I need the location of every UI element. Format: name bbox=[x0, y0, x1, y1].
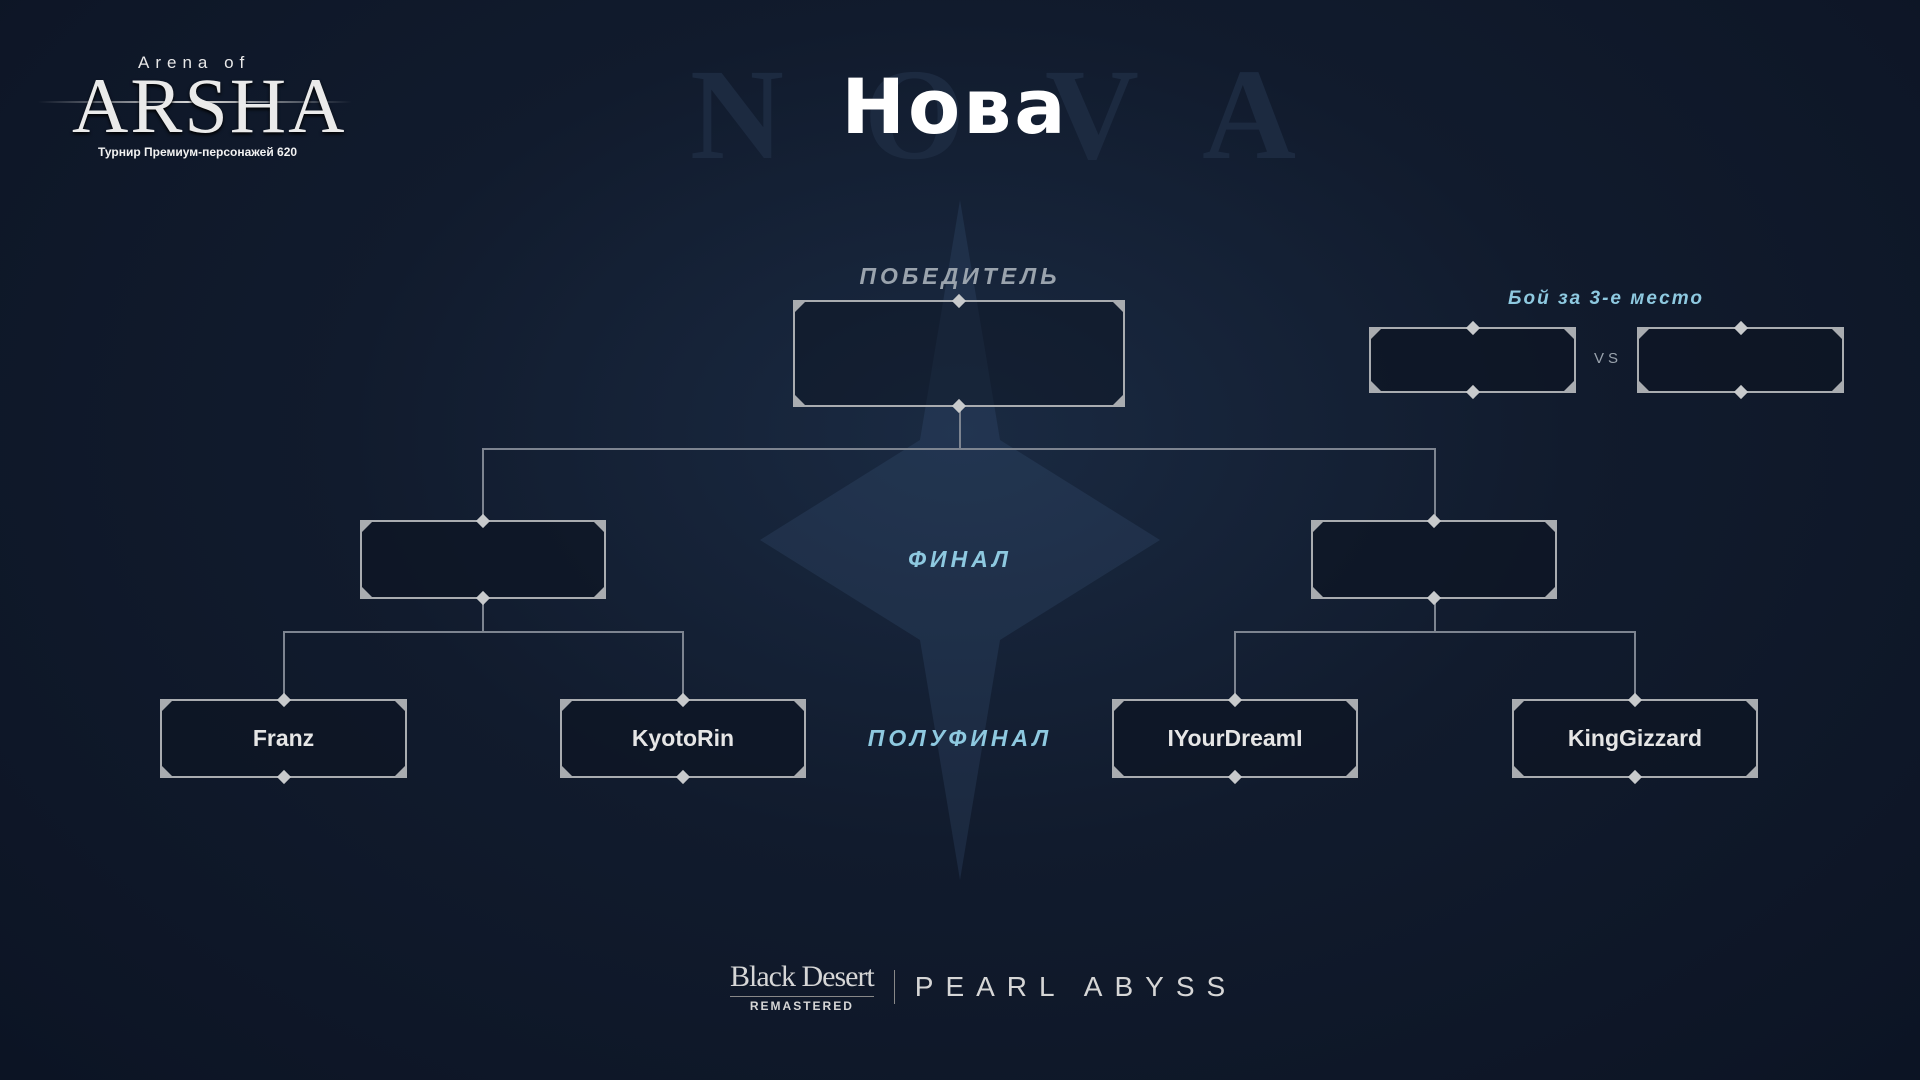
connector-line bbox=[482, 448, 484, 520]
box-ornament bbox=[475, 513, 491, 529]
box-ornament bbox=[1512, 699, 1526, 713]
black-desert-logo: Black Desert REMASTERED bbox=[730, 960, 875, 1013]
final-slot bbox=[1311, 513, 1557, 606]
box-ornament bbox=[393, 764, 407, 778]
box-ornament bbox=[1369, 327, 1383, 341]
box-ornament bbox=[276, 692, 291, 708]
box-ornament bbox=[1562, 327, 1576, 341]
box-ornament bbox=[1465, 320, 1480, 336]
connector-line bbox=[959, 407, 961, 448]
box-ornament bbox=[1543, 520, 1557, 534]
box-ornament bbox=[1830, 327, 1844, 341]
box-ornament bbox=[1465, 384, 1480, 400]
semifinal-player: KingGizzard bbox=[1567, 725, 1703, 751]
box-ornament bbox=[1112, 699, 1126, 713]
final-slot bbox=[360, 513, 606, 606]
box-ornament bbox=[1744, 764, 1758, 778]
connector-line bbox=[1634, 631, 1636, 699]
box-ornament bbox=[1733, 384, 1748, 400]
box-ornament bbox=[1311, 585, 1325, 599]
box-ornament bbox=[792, 764, 806, 778]
box-ornament bbox=[160, 764, 174, 778]
box-ornament bbox=[1562, 379, 1576, 393]
box-ornament bbox=[1733, 320, 1748, 336]
connector-line bbox=[682, 631, 684, 699]
third-place-slot bbox=[1637, 320, 1844, 400]
final-label: ФИНАЛ bbox=[908, 546, 1012, 572]
logo-subtitle: Турнир Премиум-персонажей 620 bbox=[98, 145, 298, 159]
logo-arsha-text: ARSHA bbox=[72, 62, 347, 149]
box-ornament bbox=[1344, 699, 1358, 713]
box-ornament bbox=[1369, 379, 1383, 393]
box-ornament bbox=[675, 692, 691, 708]
footer-logos: Black Desert REMASTERED PEARL ABYSS bbox=[730, 960, 1237, 1013]
box-ornament bbox=[393, 699, 407, 713]
winner-label: ПОБЕДИТЕЛЬ bbox=[859, 263, 1061, 289]
winner-slot bbox=[793, 293, 1125, 414]
box-ornament bbox=[1744, 699, 1758, 713]
box-ornament bbox=[1227, 692, 1243, 708]
box-ornament bbox=[560, 764, 574, 778]
box-ornament bbox=[592, 585, 606, 599]
box-ornament bbox=[1637, 327, 1651, 341]
black-desert-text: Black Desert bbox=[730, 960, 875, 993]
semifinal-player: KyotoRin bbox=[631, 725, 735, 751]
connector-line bbox=[283, 631, 285, 699]
box-ornament bbox=[1227, 769, 1243, 785]
box-ornament bbox=[1311, 520, 1325, 534]
third-place-slot bbox=[1369, 320, 1576, 400]
semifinal-player: Franz bbox=[252, 725, 315, 751]
arena-of-arsha-logo: Arena of ARSHA Турнир Премиум-персонажей… bbox=[30, 45, 360, 175]
connector-line bbox=[482, 448, 1436, 450]
box-ornament bbox=[793, 393, 807, 407]
box-ornament bbox=[1112, 764, 1126, 778]
box-ornament bbox=[360, 520, 374, 534]
semifinal-slot: IYourDreamI bbox=[1112, 692, 1358, 785]
semifinal-slot: Franz bbox=[160, 692, 407, 785]
logo-line bbox=[38, 101, 352, 103]
box-ornament bbox=[1426, 590, 1442, 606]
connector-line bbox=[482, 599, 484, 632]
connector-line bbox=[1434, 448, 1436, 520]
vs-label: VS bbox=[1594, 350, 1623, 367]
remastered-text: REMASTERED bbox=[730, 996, 874, 1013]
box-ornament bbox=[1627, 769, 1643, 785]
pearl-abyss-logo: PEARL ABYSS bbox=[914, 970, 1238, 1002]
connector-line bbox=[1234, 631, 1636, 633]
third-place-label: Бой за 3-е место bbox=[1508, 288, 1704, 309]
connector-line bbox=[283, 631, 684, 633]
box-ornament bbox=[793, 300, 807, 314]
box-ornament bbox=[560, 699, 574, 713]
semifinal-slot: KingGizzard bbox=[1512, 692, 1758, 785]
box-ornament bbox=[276, 769, 291, 785]
box-ornament bbox=[592, 520, 606, 534]
box-ornament bbox=[475, 590, 491, 606]
semifinal-label: ПОЛУФИНАЛ bbox=[867, 725, 1053, 751]
box-ornament bbox=[1111, 393, 1125, 407]
box-ornament bbox=[1637, 379, 1651, 393]
box-ornament bbox=[1426, 513, 1442, 529]
logo-divider bbox=[893, 969, 895, 1004]
background-nova-watermark: NOVA bbox=[690, 43, 1377, 187]
box-ornament bbox=[1512, 764, 1526, 778]
box-ornament bbox=[1830, 379, 1844, 393]
box-ornament bbox=[360, 585, 374, 599]
connector-line bbox=[1434, 599, 1436, 632]
box-ornament bbox=[1543, 585, 1557, 599]
box-ornament bbox=[1627, 692, 1643, 708]
semifinal-slot: KyotoRin bbox=[560, 692, 806, 785]
page-title: Нова bbox=[841, 62, 1069, 151]
box-ornament bbox=[1344, 764, 1358, 778]
background-star-emblem bbox=[760, 200, 1160, 880]
box-ornament bbox=[160, 699, 174, 713]
logo-arena-text: Arena of bbox=[138, 53, 251, 72]
box-ornament bbox=[1111, 300, 1125, 314]
box-ornament bbox=[792, 699, 806, 713]
connector-line bbox=[1234, 631, 1236, 699]
box-ornament bbox=[675, 769, 691, 785]
semifinal-player: IYourDreamI bbox=[1167, 725, 1303, 751]
